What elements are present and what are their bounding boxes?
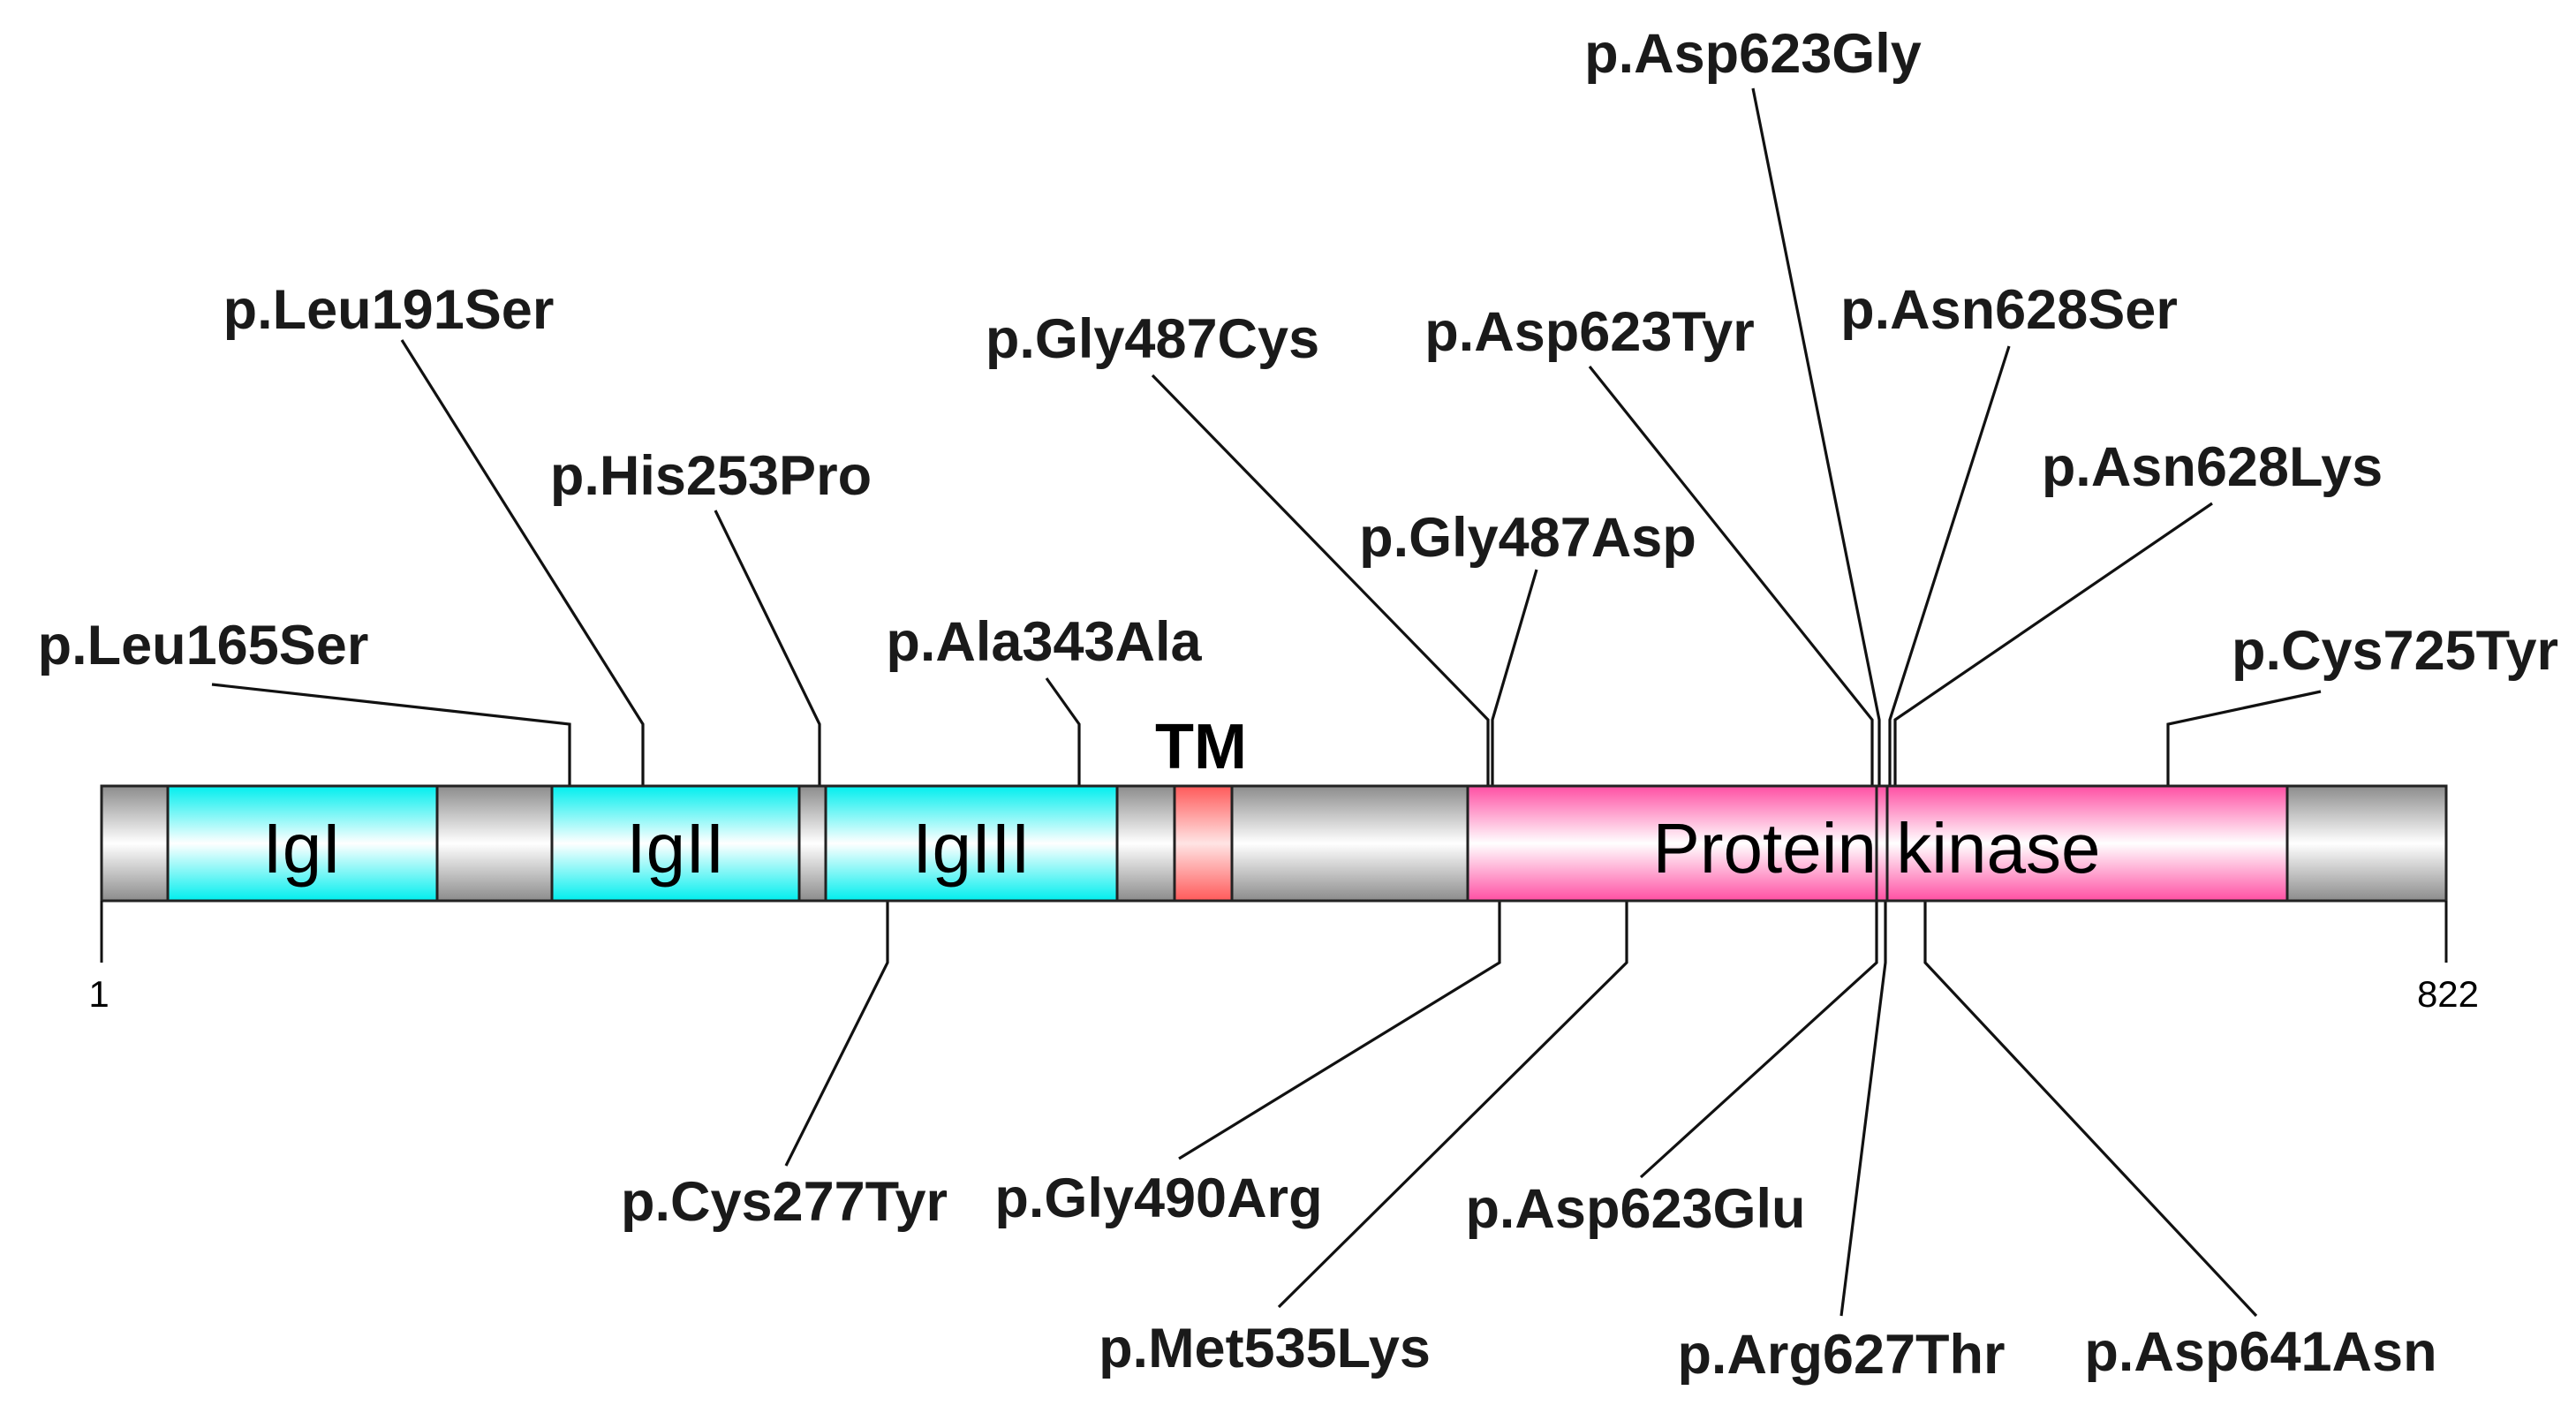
mutation-asp623glu: p.Asp623Glu: [1465, 1178, 1805, 1240]
domain-ig3: [824, 784, 1119, 903]
domain-ig2: [550, 784, 801, 903]
leader-asp623gly: [1751, 87, 1881, 786]
leader-ala343ala: [1045, 677, 1081, 786]
mutation-gly487asp: p.Gly487Asp: [1359, 507, 1696, 569]
leader-cys277tyr: [784, 901, 889, 1167]
label-tm: TM: [1155, 712, 1247, 782]
label-kinase: Protein kinase: [1653, 809, 2101, 888]
label-ig2: IgII: [626, 809, 724, 888]
protein-bar: [100, 784, 2448, 903]
leader-asn628lys: [1893, 502, 2213, 786]
mutation-labels-top: p.Leu165Ser p.Leu191Ser p.His253Pro p.Al…: [38, 23, 2558, 682]
leader-cys725tyr: [2166, 690, 2322, 786]
mutation-leu191ser: p.Leu191Ser: [223, 279, 555, 341]
mutation-gly490arg: p.Gly490Arg: [994, 1167, 1322, 1229]
mutation-gly487cys: p.Gly487Cys: [986, 308, 1319, 370]
label-ig3: IgIII: [912, 809, 1030, 888]
leader-leu165ser: [211, 683, 571, 786]
domain-ig1: [166, 784, 439, 903]
mutation-leu165ser: p.Leu165Ser: [38, 615, 369, 676]
leader-lines-top: [211, 87, 2322, 786]
mutation-ala343ala: p.Ala343Ala: [886, 611, 1202, 673]
mutation-labels-bottom: p.Cys277Tyr p.Gly490Arg p.Met535Lys p.As…: [621, 1167, 2437, 1386]
leader-arg627thr: [1839, 901, 1887, 1317]
leader-leu191ser: [400, 339, 645, 786]
mutation-arg627thr: p.Arg627Thr: [1677, 1324, 2005, 1386]
leader-asn628ser: [1888, 345, 2011, 786]
leader-asp623tyr: [1588, 366, 1874, 786]
start-position-label: 1: [88, 973, 109, 1015]
leader-gly487asp: [1491, 569, 1538, 786]
mutation-his253pro: p.His253Pro: [550, 445, 872, 507]
mutation-asp623tyr: p.Asp623Tyr: [1424, 301, 1754, 363]
mutation-cys277tyr: p.Cys277Tyr: [621, 1171, 948, 1233]
leader-gly490arg: [1178, 901, 1501, 1160]
mutation-asp623gly: p.Asp623Gly: [1584, 23, 1922, 85]
domain-tm: [1173, 784, 1234, 903]
leader-met535lys: [1277, 901, 1628, 1309]
linker-segment: [797, 784, 827, 903]
mutation-cys725tyr: p.Cys725Tyr: [2232, 620, 2558, 682]
mutation-asp641asn: p.Asp641Asn: [2084, 1321, 2436, 1383]
mutation-asn628lys: p.Asn628Lys: [2042, 436, 2383, 498]
leader-his253pro: [714, 510, 821, 786]
leader-gly487cys: [1151, 374, 1490, 786]
mutation-met535lys: p.Met535Lys: [1099, 1318, 1431, 1379]
mutation-asn628ser: p.Asn628Ser: [1840, 279, 2178, 341]
position-markers: 1 822: [88, 901, 2479, 1015]
label-ig1: IgI: [263, 809, 342, 888]
leader-lines-bottom: [784, 901, 2258, 1318]
leader-asp623glu: [1639, 901, 1878, 1179]
leader-asp641asn: [1923, 901, 2258, 1318]
end-position-label: 822: [2417, 973, 2479, 1015]
